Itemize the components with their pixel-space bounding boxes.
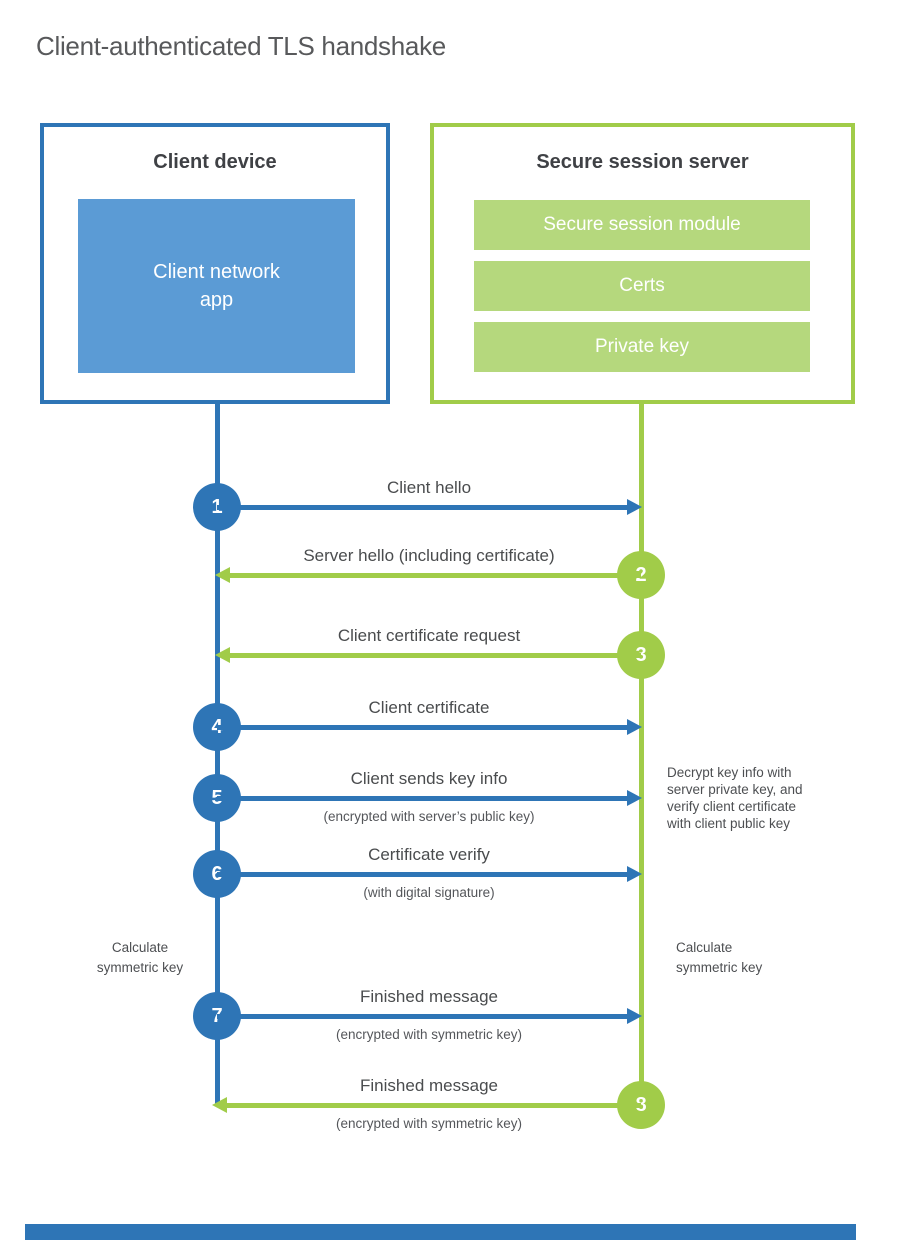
- step-8-arrow: [227, 1103, 641, 1108]
- step-5-sublabel: (encrypted with server’s public key): [323, 809, 535, 824]
- step-4-arrow: [217, 725, 628, 730]
- step-5-arrow: [217, 796, 628, 801]
- step-4-label: Client certificate: [368, 698, 490, 717]
- step-6-sublabel: (with digital signature): [363, 885, 495, 900]
- server-module-private-key: Private key: [474, 322, 810, 372]
- step-3-arrow: [230, 653, 641, 658]
- step-8-arrowhead-icon: [212, 1097, 227, 1113]
- step-3-arrowhead-icon: [215, 647, 230, 663]
- client-lifeline: [215, 404, 220, 1106]
- decrypt-key-note: Decrypt key info with server private key…: [667, 765, 803, 831]
- server-module-secure-session: Secure session module: [474, 200, 810, 250]
- step-4-arrowhead-icon: [627, 719, 642, 735]
- step-8-label: Finished message: [360, 1076, 498, 1095]
- calculate-symmetric-key-note-server: Calculate symmetric key: [676, 940, 763, 975]
- step-5-label: Client sends key info: [350, 769, 508, 788]
- page-title: Client-authenticated TLS handshake: [36, 31, 446, 61]
- step-1-arrow: [217, 505, 628, 510]
- client-device-title: Client device: [153, 151, 277, 173]
- step-7-arrowhead-icon: [627, 1008, 642, 1024]
- step-2-label: Server hello (including certificate): [303, 546, 555, 565]
- step-7-arrow: [217, 1014, 628, 1019]
- step-6-label: Certificate verify: [368, 845, 490, 864]
- footer-accent-bar: [25, 1224, 856, 1240]
- step-6-arrowhead-icon: [627, 866, 642, 882]
- step-2-arrowhead-icon: [215, 567, 230, 583]
- step-1-label: Client hello: [386, 478, 472, 497]
- server-module-certs: Certs: [474, 261, 810, 311]
- server-box-title: Secure session server: [536, 151, 749, 173]
- client-network-app-module: Client network app: [78, 199, 355, 373]
- step-7-label: Finished message: [360, 987, 498, 1006]
- server-lifeline: [639, 404, 644, 1105]
- step-3-label: Client certificate request: [337, 626, 521, 645]
- step-7-sublabel: (encrypted with symmetric key): [335, 1027, 523, 1042]
- step-1-arrowhead-icon: [627, 499, 642, 515]
- step-8-sublabel: (encrypted with symmetric key): [335, 1116, 523, 1131]
- calculate-symmetric-key-note-client: Calculate symmetric key: [96, 940, 184, 975]
- step-2-arrow: [230, 573, 641, 578]
- client-device-box: Client device Client network app: [40, 123, 390, 404]
- step-6-arrow: [217, 872, 628, 877]
- step-5-arrowhead-icon: [627, 790, 642, 806]
- server-box: Secure session server Secure session mod…: [430, 123, 855, 404]
